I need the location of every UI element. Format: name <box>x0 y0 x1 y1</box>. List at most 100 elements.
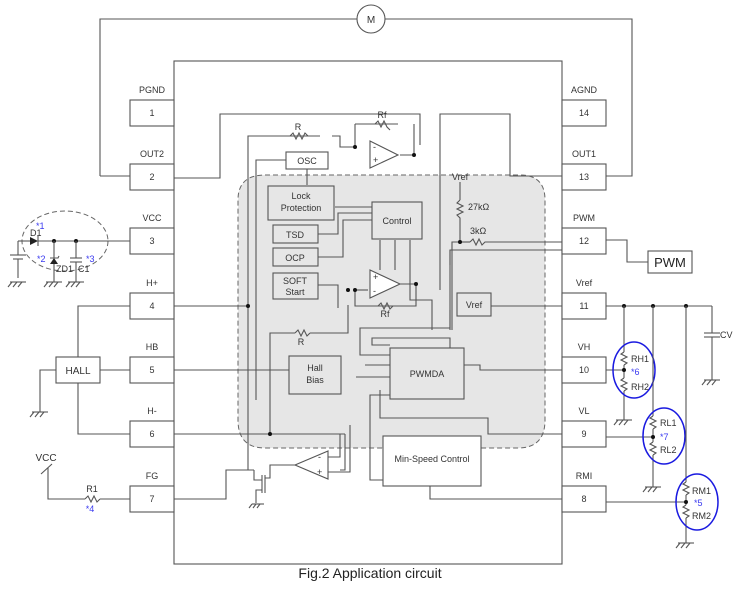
rm-divider-highlight <box>675 473 719 531</box>
svg-text:*3: *3 <box>86 254 95 264</box>
tsd-block <box>272 224 319 244</box>
pin-12: 12 PWM <box>561 213 607 255</box>
pin-4-label: H+ <box>146 278 158 288</box>
svg-text:PWM: PWM <box>654 255 686 270</box>
svg-text:VCC: VCC <box>35 453 56 464</box>
pin-5: 5 HB <box>129 342 175 384</box>
hall-sensor-circuit: HALL <box>29 305 130 435</box>
left-pins: 1 PGND 2 OUT2 3 VCC 4 H+ 5 HB 6 H- <box>129 85 175 513</box>
hall-bias-block <box>288 355 342 395</box>
motor-label: M <box>367 15 375 26</box>
svg-text:R1: R1 <box>86 484 98 494</box>
svg-text:Hall: Hall <box>307 363 323 373</box>
svg-text:Min-Speed Control: Min-Speed Control <box>394 454 469 464</box>
svg-text:Control: Control <box>382 216 411 226</box>
svg-text:10: 10 <box>579 365 589 375</box>
osc-block <box>285 151 329 170</box>
svg-text:8: 8 <box>581 494 586 504</box>
svg-text:Vref: Vref <box>466 300 483 310</box>
svg-text:1: 1 <box>149 108 154 118</box>
svg-text:RL1: RL1 <box>660 418 677 428</box>
pin-2: 2 OUT2 <box>129 149 175 191</box>
svg-text:RM2: RM2 <box>692 511 711 521</box>
resistor-3k <box>469 237 488 247</box>
motor-symbol <box>356 4 386 34</box>
motor-wires <box>99 18 633 177</box>
pin-7-label: FG <box>146 471 159 481</box>
pin-6: 6 H- <box>129 406 175 448</box>
pin-12-label: PWM <box>573 213 595 223</box>
svg-text:*1: *1 <box>36 221 45 231</box>
svg-text:13: 13 <box>579 172 589 182</box>
svg-text:*2: *2 <box>37 254 46 264</box>
svg-text:OSC: OSC <box>297 156 317 166</box>
svg-text:TSD: TSD <box>286 230 305 240</box>
svg-text:-: - <box>318 452 321 462</box>
resistor-rl2 <box>648 441 658 456</box>
resistor-r1 <box>84 494 101 504</box>
svg-text:SOFT: SOFT <box>283 276 308 286</box>
pin-4: 4 H+ <box>129 278 175 320</box>
svg-text:3kΩ: 3kΩ <box>470 226 487 236</box>
fg-comparator <box>293 450 329 480</box>
resistor-rf-top <box>374 119 391 131</box>
diode-d1 <box>30 237 38 245</box>
resistor-27k <box>455 199 465 222</box>
figure-caption: Fig.2 Application circuit <box>298 565 441 581</box>
pin-6-label: H- <box>147 406 157 416</box>
hall-sensor <box>55 356 101 384</box>
svg-text:+: + <box>373 272 378 282</box>
pwm-source-circuit: PWM <box>606 239 693 274</box>
pin-1: 1 PGND <box>129 85 175 127</box>
svg-text:3: 3 <box>149 236 154 246</box>
svg-text:+: + <box>317 467 322 477</box>
pin-3: 3 VCC <box>129 213 175 255</box>
resistor-r-mid <box>294 328 311 338</box>
zener-zd1 <box>50 258 58 264</box>
min-speed-control-block <box>382 435 482 487</box>
rh-divider-highlight <box>612 341 656 399</box>
soft-start-block <box>272 272 319 300</box>
pin-9-label: VL <box>578 406 589 416</box>
svg-text:Bias: Bias <box>306 375 324 385</box>
svg-text:-: - <box>373 286 376 296</box>
svg-text:Start: Start <box>285 287 305 297</box>
svg-text:+: + <box>373 155 378 165</box>
pin-11-label: Vref <box>576 278 593 288</box>
svg-text:Protection: Protection <box>281 203 322 213</box>
pin-8: 8 RMI <box>561 471 607 513</box>
pin-9: 9 VL <box>561 406 607 448</box>
svg-text:Vref: Vref <box>452 172 469 182</box>
resistor-rf-bottom <box>377 301 394 311</box>
fg-transistor <box>248 470 271 509</box>
svg-text:*6: *6 <box>631 367 640 377</box>
resistor-r-top <box>289 131 309 141</box>
svg-text:R: R <box>298 337 305 347</box>
rl-divider-highlight <box>642 407 686 465</box>
svg-text:5: 5 <box>149 365 154 375</box>
resistor-rh1 <box>619 351 629 366</box>
svg-text:HALL: HALL <box>65 366 90 377</box>
svg-text:12: 12 <box>579 236 589 246</box>
svg-text:Lock: Lock <box>291 191 311 201</box>
svg-text:D1: D1 <box>30 228 42 238</box>
resistor-rl1 <box>648 415 658 430</box>
svg-text:*7: *7 <box>660 432 669 442</box>
pwmda-block <box>389 347 465 400</box>
vref-block <box>456 292 492 317</box>
svg-text:*4: *4 <box>86 504 95 514</box>
svg-text:RH1: RH1 <box>631 354 649 364</box>
svg-text:2: 2 <box>149 172 154 182</box>
svg-text:RH2: RH2 <box>631 382 649 392</box>
svg-text:6: 6 <box>149 429 154 439</box>
pin-7: 7 FG <box>129 471 175 513</box>
pin-10-label: VH <box>578 342 591 352</box>
svg-text:11: 11 <box>579 301 588 311</box>
ground-symbols <box>7 281 84 288</box>
resistor-rm2 <box>681 504 691 519</box>
svg-text:Rf: Rf <box>378 110 387 120</box>
pin-14-label: AGND <box>571 85 598 95</box>
pin-1-label: PGND <box>139 85 166 95</box>
pin-3-label: VCC <box>142 213 162 223</box>
